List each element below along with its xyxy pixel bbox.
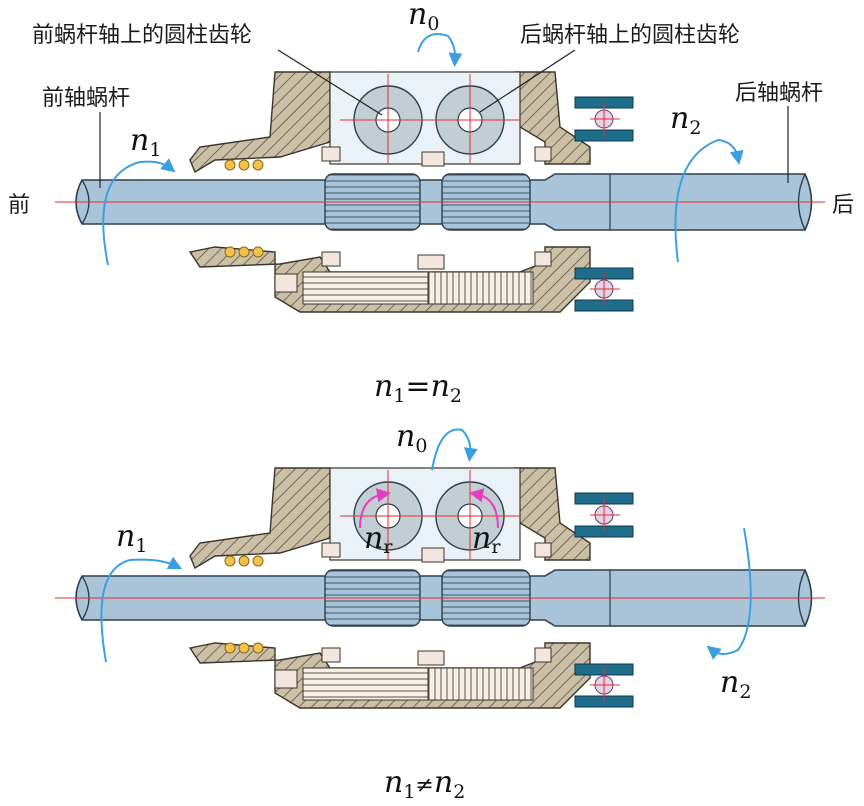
label-rear: 后 xyxy=(832,193,854,218)
label-rear-shaft: 后轴蜗杆 xyxy=(735,81,823,106)
symbol-n2-top: n2 xyxy=(670,101,701,139)
symbol-nr-right: nr xyxy=(472,521,501,558)
top-assembly xyxy=(54,71,826,313)
leader-lines-top xyxy=(99,49,789,188)
label-front-gear: 前蜗杆轴上的圆柱齿轮 xyxy=(32,23,252,48)
symbol-n2-bottom: n2 xyxy=(720,665,751,703)
symbol-nr-left: nr xyxy=(364,521,393,558)
symbol-n0-top: n0 xyxy=(408,0,439,35)
caption-bottom: n1≠n2 xyxy=(384,765,465,803)
rotation-arrows-bottom xyxy=(100,428,752,663)
label-front: 前 xyxy=(8,193,30,218)
symbol-n1-top: n1 xyxy=(130,123,161,161)
rotation-arrows-top xyxy=(102,33,744,266)
label-front-shaft: 前轴蜗杆 xyxy=(42,86,130,111)
bottom-assembly xyxy=(54,467,826,709)
symbol-n1-bottom: n1 xyxy=(116,519,147,557)
relative-rotation-arrows xyxy=(359,488,499,529)
label-rear-gear: 后蜗杆轴上的圆柱齿轮 xyxy=(520,23,740,48)
symbol-n0-bottom: n0 xyxy=(396,419,427,457)
caption-top: n1=n2 xyxy=(374,369,462,407)
